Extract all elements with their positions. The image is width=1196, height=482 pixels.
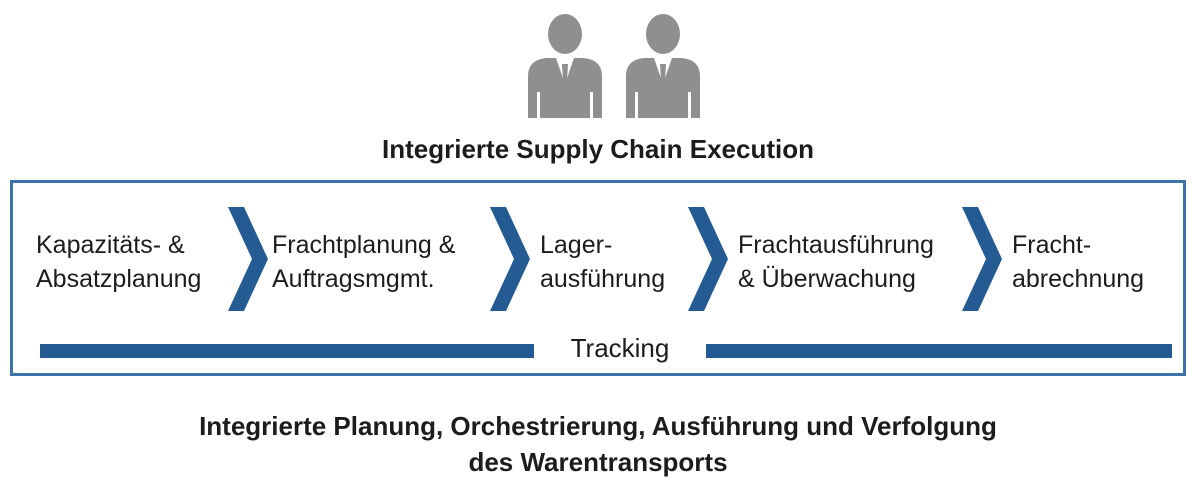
people-icon-group — [528, 14, 700, 118]
person-icon — [528, 14, 602, 118]
chevron-right-icon — [490, 207, 530, 311]
step-label-line2: abrechnung — [1012, 265, 1145, 293]
diagram-title: Integrierte Supply Chain Execution — [382, 134, 814, 164]
step-freight-billing: Fracht- abrechnung — [1012, 228, 1144, 296]
step-label-line2: ausführung — [540, 265, 666, 293]
step-freight-execution-monitoring: Frachtausführung & Überwachung — [738, 228, 934, 296]
step-label-line2: Absatzplanung — [36, 265, 202, 293]
tracking-bar-left — [40, 344, 534, 358]
tracking-bar-right — [706, 344, 1172, 358]
person-icon — [626, 14, 700, 118]
step-label-line2: & Überwachung — [738, 265, 916, 293]
step-label-line1: Kapazitäts- & — [36, 231, 185, 259]
step-warehouse-execution: Lager- ausführung — [540, 228, 665, 296]
chevron-right-icon — [962, 207, 1002, 311]
diagram-caption: Integrierte Planung, Orchestrierung, Aus… — [0, 408, 1196, 480]
tracking-label: Tracking — [570, 333, 670, 363]
chevron-right-icon — [228, 207, 268, 311]
caption-line1: Integrierte Planung, Orchestrierung, Aus… — [199, 411, 997, 441]
step-freight-planning: Frachtplanung & Auftragsmgmt. — [272, 228, 455, 296]
caption-line2: des Warentransports — [468, 447, 728, 477]
chevron-right-icon — [688, 207, 728, 311]
step-label-line2: Auftragsmgmt. — [272, 265, 435, 293]
step-label-line1: Frachtausführung — [738, 231, 934, 259]
step-label-line1: Frachtplanung & — [272, 231, 456, 259]
step-capacity-sales-planning: Kapazitäts- & Absatzplanung — [36, 228, 201, 296]
step-label-line1: Lager- — [540, 231, 613, 259]
step-label-line1: Fracht- — [1012, 231, 1092, 259]
